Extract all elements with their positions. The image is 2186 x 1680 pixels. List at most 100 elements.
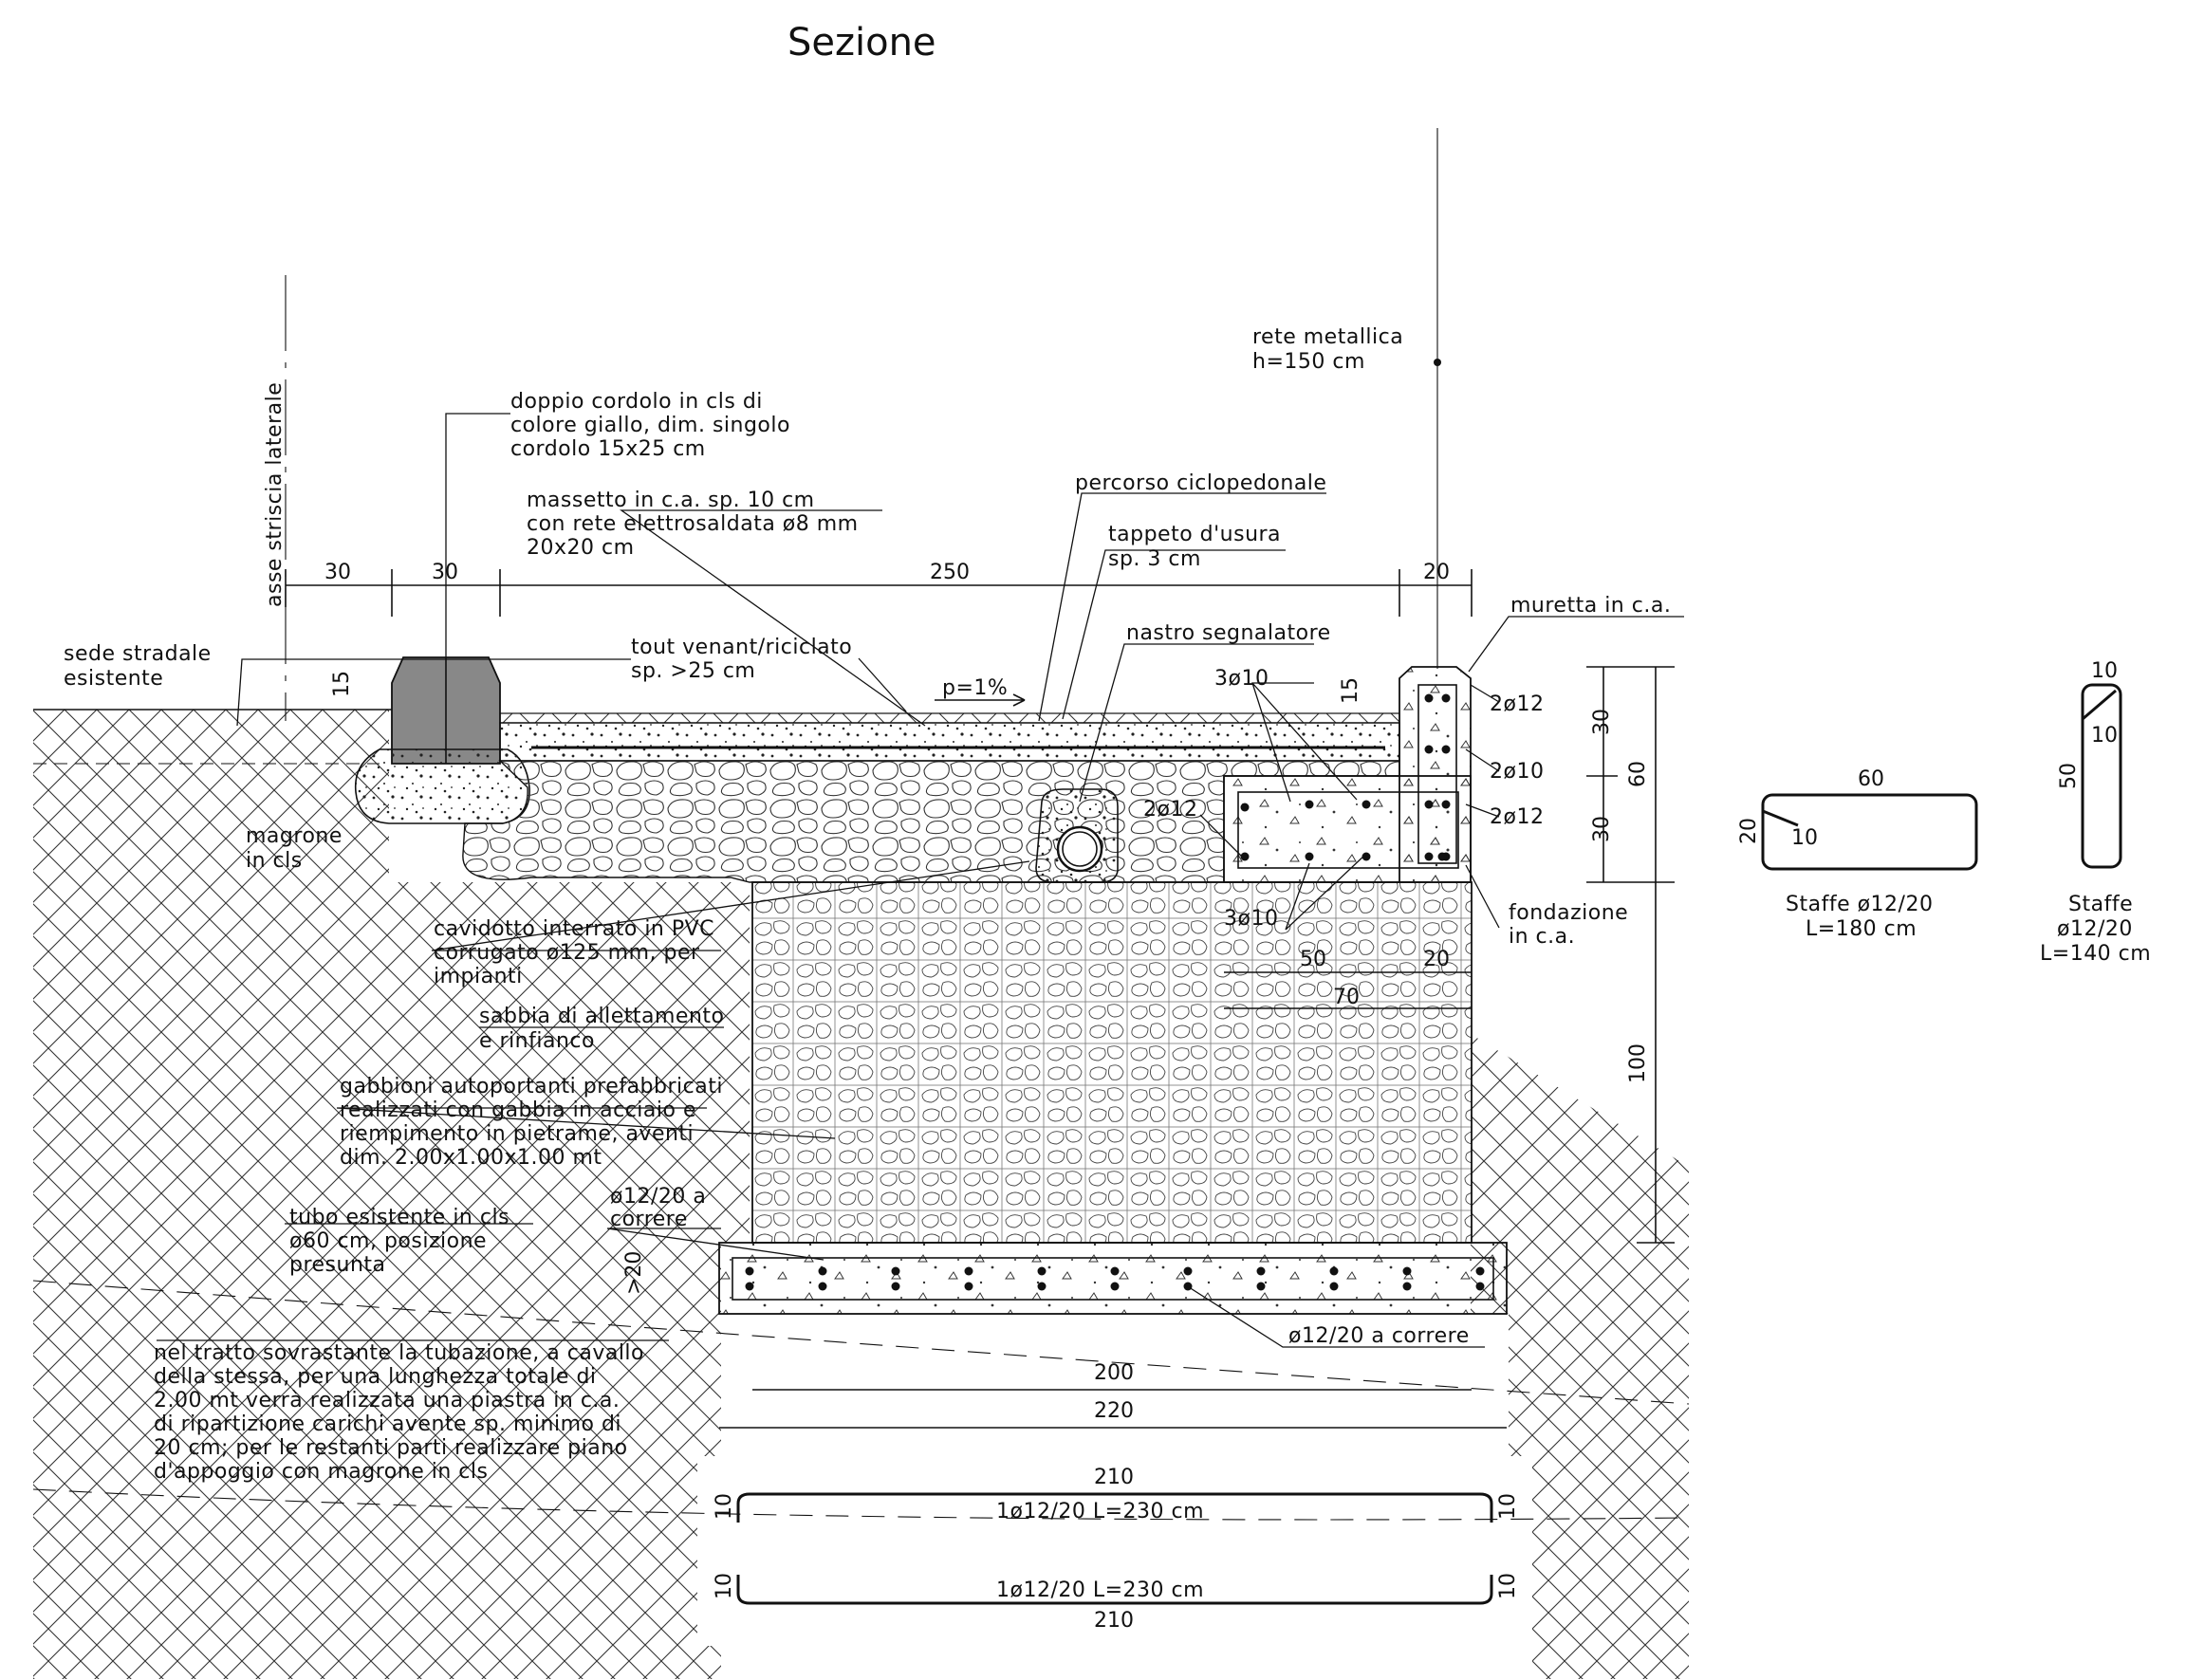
label-nota-4: di ripartizione carichi avente sp. minim… [154, 1412, 621, 1436]
rebar-dot [964, 1282, 973, 1291]
dim-bar-10-d: 10 [1496, 1573, 1520, 1599]
label-3o10-bottom: 3ø10 [1224, 907, 1278, 931]
label-3o10-top: 3ø10 [1214, 667, 1269, 691]
rebar-dot [1305, 852, 1314, 861]
rebar-dot [1305, 800, 1314, 809]
label-cordolo-2: colore giallo, dim. singolo [510, 414, 790, 437]
rebar-dot [1424, 745, 1434, 754]
rebar-dot [1441, 745, 1451, 754]
dim-stirrup-10-top: 10 [2091, 659, 2118, 683]
slope-arrow [935, 693, 1026, 707]
label-staffe-180-title: Staffe ø12/20 [1786, 893, 1933, 916]
label-2o12-left: 2ø12 [1143, 798, 1197, 822]
cavidotto-pipe [1056, 825, 1103, 873]
rebar-dot [1256, 1266, 1266, 1276]
rebar-dot [1110, 1282, 1120, 1291]
label-pendenza: p=1% [942, 676, 1008, 700]
label-2o12-b: 2ø12 [1490, 805, 1544, 829]
rebar-dot [1329, 1282, 1339, 1291]
label-lateral-axis: asse striscia laterale [263, 382, 287, 607]
label-massetto-2: con rete elettrosaldata ø8 mm [527, 512, 859, 536]
label-sabbia-1: sabbia di allettamento [479, 1005, 725, 1028]
label-cavidotto-2: corrugato ø125 mm, per [434, 941, 700, 965]
dim-210-b: 210 [1094, 1609, 1134, 1633]
existing-pipe-outline [32, 1280, 1690, 1405]
ground-hatch [33, 710, 389, 1494]
rebar-dot [1256, 1282, 1266, 1291]
dim-100: 100 [1626, 1043, 1650, 1083]
rebar-dot [745, 1266, 754, 1276]
rebar-dot [1424, 693, 1434, 703]
slab-rebar-box [732, 1257, 1494, 1301]
leader-lines [157, 413, 1684, 1348]
label-magrone-2: in cls [246, 849, 303, 873]
label-muretta: muretta in c.a. [1510, 594, 1671, 618]
rebar-dot [1441, 800, 1451, 809]
label-sabbia-2: e rinfianco [479, 1029, 595, 1053]
ground-hatch-lower [33, 1314, 721, 1679]
dim-20-top: 20 [1423, 561, 1450, 584]
label-rete-1: rete metallica [1252, 325, 1403, 349]
rebar-dot [1037, 1266, 1047, 1276]
dim-stirrup-10-a: 10 [1791, 826, 1818, 850]
ground-hatch-between [389, 882, 750, 1314]
dim-220: 220 [1094, 1399, 1134, 1423]
label-magrone-1: magrone [246, 824, 343, 848]
rebar-dot [1402, 1282, 1412, 1291]
rebar-dot [1475, 1282, 1485, 1291]
stirrup-180-hook [1762, 809, 1799, 827]
dim-stirrup-60: 60 [1858, 767, 1884, 791]
label-tubo-3: presunta [289, 1253, 386, 1277]
rebar-dot [1437, 852, 1447, 861]
rebar-dot [1240, 803, 1250, 812]
label-2o10: 2ø10 [1490, 760, 1544, 784]
label-gabbioni-1: gabbioni autoportanti prefabbricati [340, 1075, 723, 1098]
drawing-title: Sezione [787, 21, 936, 65]
dim-stirrup-20: 20 [1737, 818, 1761, 844]
label-rete-2: h=150 cm [1252, 350, 1365, 374]
dim-bar-10-c: 10 [713, 1573, 736, 1599]
label-phi-correre-bottom: ø12/20 a correre [1288, 1324, 1470, 1348]
label-nota-5: 20 cm; per le restanti parti realizzare … [154, 1436, 628, 1460]
dim-250: 250 [930, 561, 970, 584]
right-dim-ticks [1586, 666, 1675, 1244]
label-cordolo-1: doppio cordolo in cls di [510, 390, 763, 414]
dim-200: 200 [1094, 1361, 1134, 1385]
rebar-dot [1329, 1266, 1339, 1276]
label-staffe-140-title-2: ø12/20 [2057, 917, 2133, 941]
dim-30-right-2: 30 [1590, 816, 1614, 842]
rebar-dot [1362, 800, 1371, 809]
bar-shape-bottom [736, 1575, 1493, 1605]
cavidotto-pipe-inner [1062, 831, 1098, 867]
label-percorso: percorso ciclopedonale [1075, 471, 1326, 495]
dim-stirrup-50: 50 [2057, 763, 2081, 789]
label-bar-2: 1ø12/20 L=230 cm [996, 1578, 1204, 1602]
label-tubo-1: tubo esistente in cls [289, 1206, 509, 1229]
label-gabbioni-2: realizzati con gabbia in acciaio e [340, 1098, 696, 1122]
rebar-dot [891, 1266, 900, 1276]
label-cordolo-3: cordolo 15x25 cm [510, 437, 706, 461]
label-staffe-180-length: L=180 cm [1806, 917, 1917, 941]
retaining-wall [1399, 666, 1472, 882]
dim-30-a: 30 [324, 561, 351, 584]
dim-210-a: 210 [1094, 1466, 1134, 1489]
stirrup-140-shape [2081, 683, 2122, 869]
label-nota-3: 2.00 mt verrà realizzata una piastra in … [154, 1389, 620, 1412]
rebar-dot [1110, 1266, 1120, 1276]
dim-30-right-1: 30 [1590, 709, 1614, 735]
rebar-dot [1402, 1266, 1412, 1276]
rebar-dot [891, 1282, 900, 1291]
label-gabbioni-4: dim. 2.00x1.00x1.00 mt [340, 1146, 602, 1170]
rebar-dot [1424, 800, 1434, 809]
rebar-dot [1424, 852, 1434, 861]
dim-70: 70 [1333, 986, 1360, 1009]
wall-stirrup [1417, 684, 1457, 864]
stirrup-140-hook [2082, 689, 2117, 721]
label-staffe-140-length: L=140 cm [2040, 942, 2151, 966]
label-massetto-3: 20x20 cm [527, 536, 635, 560]
rebar-dot [1240, 852, 1250, 861]
label-cavidotto-1: cavidotto interrato in PVC [434, 917, 714, 941]
rebar-dot [1183, 1266, 1193, 1276]
tout-venant-layer [462, 760, 1400, 883]
